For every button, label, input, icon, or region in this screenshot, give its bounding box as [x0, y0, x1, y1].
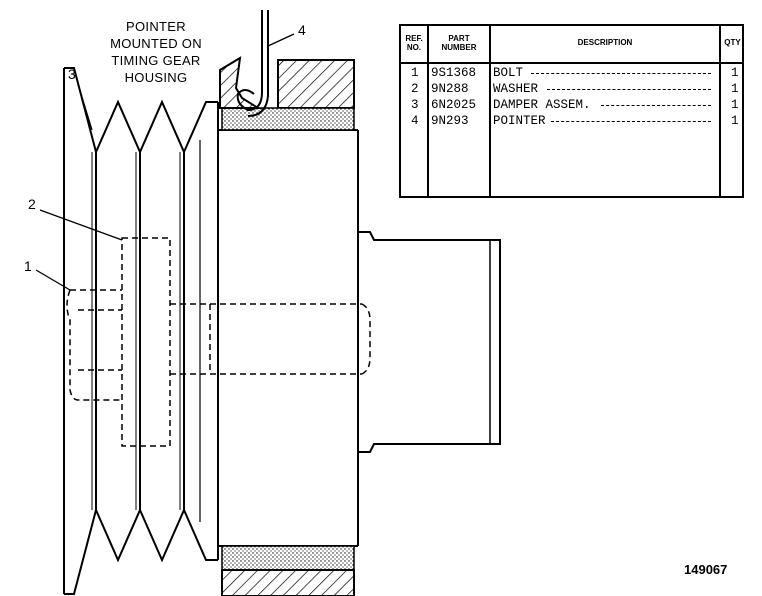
table-row: 1 9S1368 BOLT 1 — [401, 66, 742, 82]
upper-section — [219, 56, 355, 131]
row-leader — [601, 105, 711, 106]
table-row: 3 6N2025 DAMPER ASSEM. 1 — [401, 98, 742, 114]
header-ref-line1: REF. — [405, 34, 423, 43]
leader-lines — [35, 33, 295, 291]
table-column-divider — [427, 26, 429, 196]
row-ref: 2 — [411, 82, 419, 96]
row-leader — [547, 89, 711, 90]
hub — [358, 231, 501, 453]
row-qty: 1 — [731, 98, 739, 112]
row-qty: 1 — [731, 82, 739, 96]
note-line: HOUSING — [124, 70, 188, 85]
header-ref-no: REF. NO. — [401, 34, 427, 52]
row-description: POINTER — [493, 114, 546, 128]
table-column-divider — [489, 26, 491, 196]
parts-table: REF. NO. PART NUMBER DESCRIPTION QTY 1 9… — [399, 24, 744, 198]
row-part-number: 9N288 — [431, 82, 469, 96]
table-row: 2 9N288 WASHER 1 — [401, 82, 742, 98]
header-ref-line2: NO. — [406, 43, 422, 52]
note-line: POINTER — [126, 19, 186, 34]
header-qty: QTY — [724, 38, 741, 47]
callout-1: 1 — [24, 258, 32, 274]
row-ref: 1 — [411, 66, 419, 80]
row-leader — [551, 121, 711, 122]
header-part-line1: PART — [448, 34, 470, 43]
damper-body — [218, 129, 359, 547]
table-row: 4 9N293 POINTER 1 — [401, 114, 742, 130]
row-part-number: 9S1368 — [431, 66, 477, 80]
hidden-bolt-and-washer — [66, 237, 371, 447]
row-ref: 4 — [411, 114, 419, 128]
lower-section — [221, 545, 355, 596]
pointer-mount-note: POINTER MOUNTED ON TIMING GEAR HOUSING — [100, 18, 212, 86]
row-description: DAMPER ASSEM. — [493, 98, 591, 112]
drawing-number: 149067 — [684, 562, 728, 577]
callout-3: 3 — [68, 66, 76, 82]
row-description: WASHER — [493, 82, 539, 96]
row-part-number: 9N293 — [431, 114, 469, 128]
callout-2: 2 — [28, 196, 36, 212]
row-description: BOLT — [493, 66, 524, 80]
row-qty: 1 — [731, 114, 739, 128]
row-ref: 3 — [411, 98, 419, 112]
row-part-number: 6N2025 — [431, 98, 477, 112]
pointer — [236, 10, 269, 117]
row-leader — [531, 73, 711, 74]
callout-4: 4 — [298, 22, 306, 38]
header-part-line2: NUMBER — [441, 43, 477, 52]
pulley — [63, 67, 219, 595]
note-line: MOUNTED ON — [110, 36, 202, 51]
table-column-divider — [719, 26, 721, 196]
row-qty: 1 — [731, 66, 739, 80]
header-part-number: PART NUMBER — [429, 34, 489, 52]
note-line: TIMING GEAR — [111, 53, 201, 68]
header-description: DESCRIPTION — [577, 38, 633, 47]
table-header-divider — [401, 62, 742, 64]
